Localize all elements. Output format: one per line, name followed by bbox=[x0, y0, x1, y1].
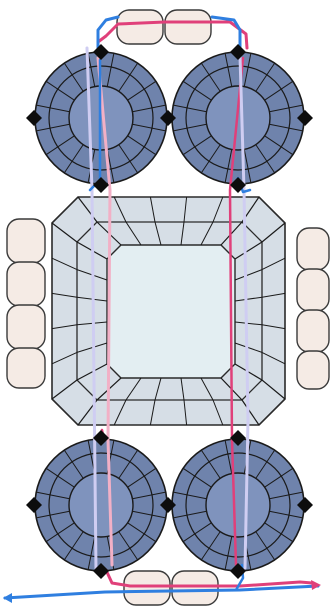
pad-right bbox=[297, 269, 329, 311]
roundel-hub bbox=[69, 473, 133, 537]
pad-bottom bbox=[172, 571, 218, 605]
trace-arrow-left bbox=[3, 593, 12, 603]
roundel-bottom-left bbox=[35, 439, 167, 571]
trace-arrow-right bbox=[311, 580, 321, 590]
pad-left bbox=[7, 305, 45, 349]
roundel-hub bbox=[206, 473, 270, 537]
pad-top bbox=[117, 10, 163, 44]
pad-top bbox=[165, 10, 211, 44]
pad-right bbox=[297, 228, 329, 270]
pad-left bbox=[7, 348, 45, 388]
pad-left bbox=[7, 219, 45, 263]
pad-bottom bbox=[124, 571, 170, 605]
roundel-bottom-right bbox=[172, 439, 304, 571]
pad-right bbox=[297, 310, 329, 352]
pad-left bbox=[7, 262, 45, 306]
frame-inner-window bbox=[107, 245, 235, 378]
pad-right bbox=[297, 351, 329, 389]
center-frame bbox=[52, 197, 285, 425]
